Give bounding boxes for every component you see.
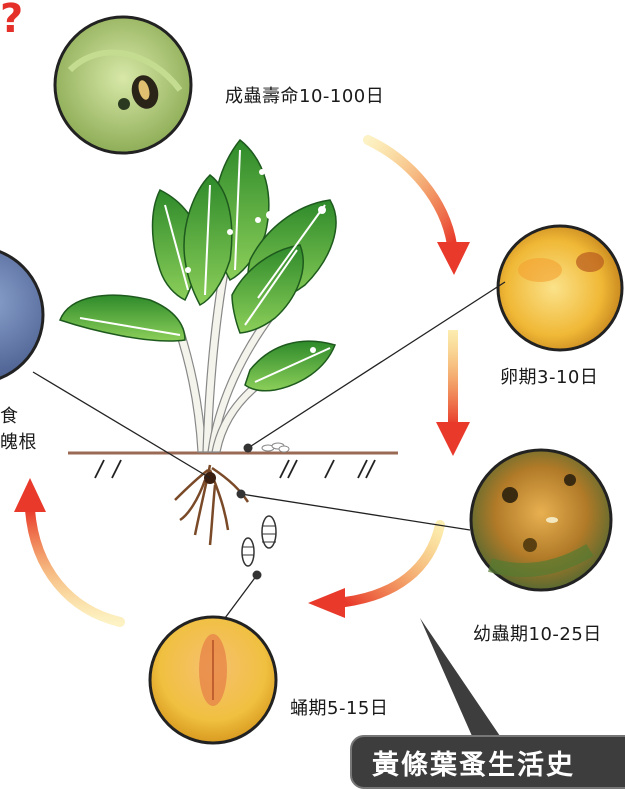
label-feeding-line2: 魄根 <box>0 428 37 454</box>
label-larva-stage: 幼蟲期10-25日 <box>473 620 602 646</box>
egg-photo <box>498 226 622 350</box>
label-egg-stage: 卵期3-10日 <box>500 363 598 389</box>
pupa-photo <box>150 617 276 743</box>
adult-beetle-photo <box>55 17 191 153</box>
label-feeding-line1: 食 <box>0 402 19 428</box>
cycle-arrow-adult-to-egg <box>368 140 470 275</box>
eggs-icon <box>262 443 289 452</box>
cycle-arrow-pupa-to-feeding <box>14 478 120 622</box>
root-feeding-photo <box>0 247 43 383</box>
soil-line <box>68 453 398 478</box>
question-mark: ? <box>0 0 23 42</box>
larva-photo <box>471 450 611 590</box>
cycle-arrow-larva-to-pupa <box>308 525 440 618</box>
label-pupa-stage: 蛹期5-15日 <box>290 694 388 720</box>
diagram-title: 黃條葉蚤生活史 <box>372 743 575 782</box>
cycle-arrow-egg-to-larva <box>436 330 470 456</box>
larvae-in-soil <box>242 516 276 566</box>
plant-illustration <box>60 140 336 452</box>
label-adult-stage: 成蟲壽命10-100日 <box>225 82 384 108</box>
